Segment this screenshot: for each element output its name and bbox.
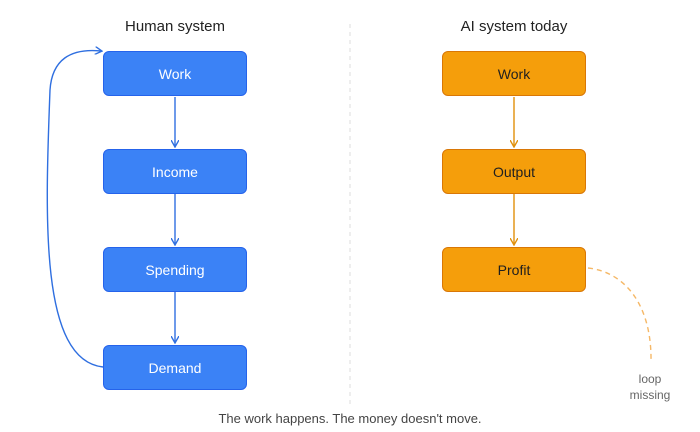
diagram-caption: The work happens. The money doesn't move…	[218, 411, 482, 426]
ai-node-output: Output	[442, 149, 586, 194]
missing-loop-dashed-path	[587, 267, 652, 363]
human-node-income: Income	[103, 149, 247, 194]
loop-missing-note: loop missing	[629, 372, 671, 402]
ai-node-work: Work	[442, 51, 586, 96]
human-node-demand: Demand	[103, 345, 247, 390]
ai-node-profit: Profit	[442, 247, 586, 292]
human-node-work: Work	[103, 51, 247, 96]
ai-system-title: AI system today	[460, 18, 568, 35]
human-system-title: Human system	[124, 18, 226, 35]
human-node-spending: Spending	[103, 247, 247, 292]
loop-arrow-demand-to-work	[46, 51, 103, 368]
